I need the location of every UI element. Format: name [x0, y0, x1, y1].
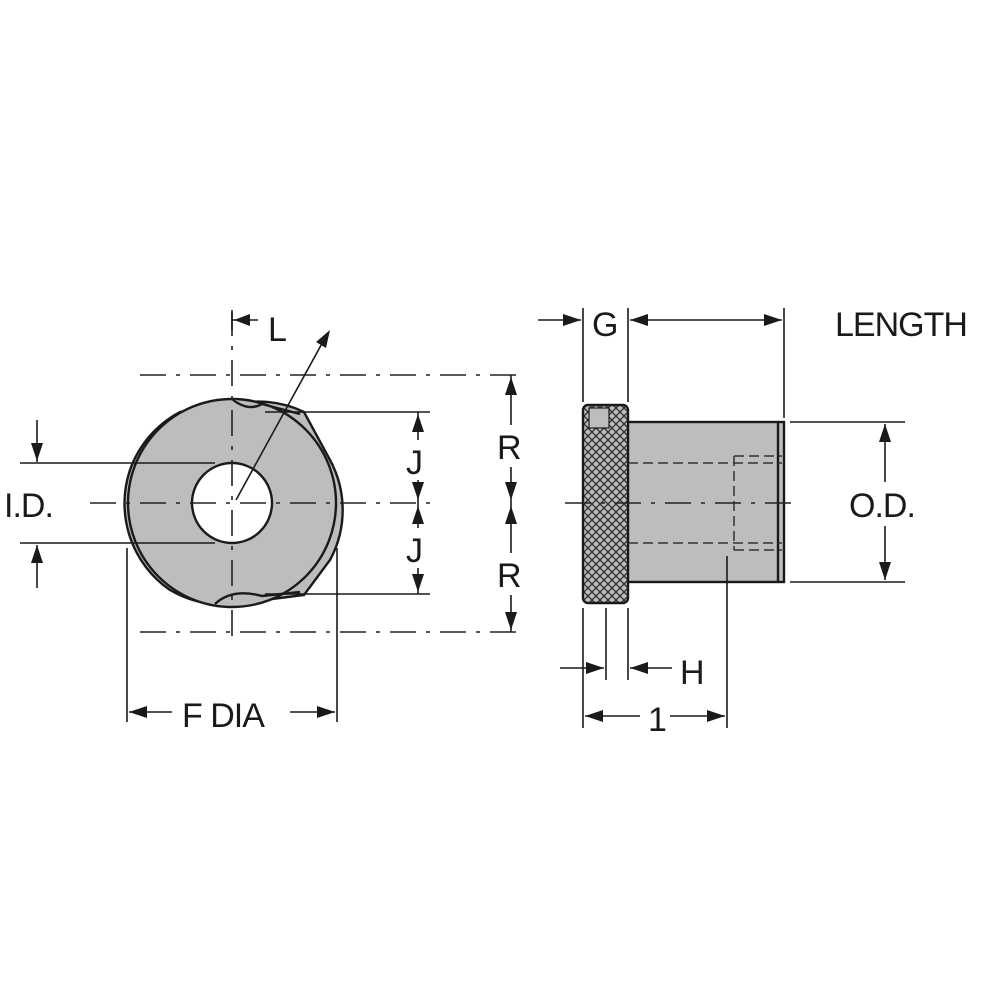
label-r-bottom: R: [497, 557, 521, 595]
j-top-arrow: [412, 414, 424, 432]
f-dia-left-arrow: [129, 706, 147, 718]
f-dia-right-arrow: [317, 706, 335, 718]
r-bottom-arrow: [505, 612, 517, 630]
top-notch: [231, 398, 301, 416]
j-bottom-arrow: [412, 574, 424, 592]
h-left-arrow: [586, 662, 604, 674]
h-right-arrow: [630, 662, 648, 674]
r-mid-arrow-down: [505, 506, 517, 524]
l-leader: [235, 337, 326, 501]
label-r-top: R: [497, 429, 521, 467]
l-leader-arrow: [316, 330, 330, 348]
r-mid-arrow-up: [505, 482, 517, 500]
label-f-dia: F DIA: [182, 697, 265, 735]
label-h: H: [680, 654, 704, 692]
label-length: LENGTH: [835, 306, 967, 344]
label-j-top: J: [406, 444, 422, 482]
g-left-arrow: [563, 314, 581, 326]
label-id: I.D.: [4, 487, 53, 525]
label-l: L: [268, 311, 286, 349]
l-arrow-left: [234, 314, 250, 326]
id-top-arrow: [31, 443, 43, 461]
label-j-bottom: J: [406, 532, 422, 570]
one-right-arrow: [707, 710, 725, 722]
shank: [624, 420, 786, 584]
od-top-arrow: [879, 424, 891, 442]
head-corner: [588, 407, 610, 429]
label-od: O.D.: [849, 487, 915, 525]
side-view: G LENGTH O.D. H 1: [538, 306, 968, 739]
label-one: 1: [648, 701, 666, 739]
id-bottom-arrow: [31, 545, 43, 563]
r-top-arrow: [505, 377, 517, 395]
od-bottom-arrow: [879, 562, 891, 580]
front-view: L J J R R I.D. F: [0, 310, 530, 735]
length-left-arrow: [630, 314, 648, 326]
length-right-arrow: [764, 314, 782, 326]
bottom-notch: [214, 590, 301, 605]
one-left-arrow: [585, 710, 603, 722]
j-mid-arrow-down: [412, 506, 424, 524]
knurled-head: [581, 403, 630, 605]
label-g: G: [592, 306, 617, 344]
j-mid-arrow-up: [412, 482, 424, 500]
